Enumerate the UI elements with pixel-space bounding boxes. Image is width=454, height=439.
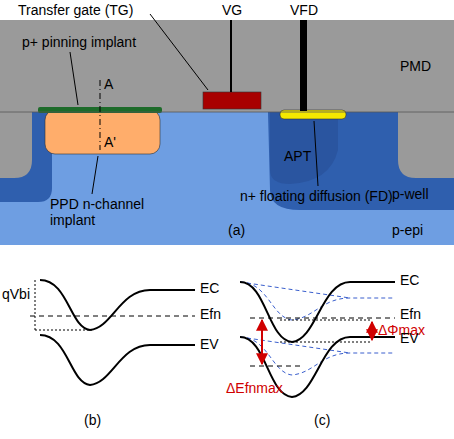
part-name: n+ floating diffusion (FD) — [240, 188, 393, 204]
fd-contact — [300, 20, 307, 111]
energy-label: EC — [200, 280, 219, 296]
transfer-gate — [203, 92, 261, 109]
trench-isolation — [398, 112, 454, 178]
leader-line — [70, 52, 78, 105]
panel-label: (c) — [314, 412, 330, 428]
leader-line — [92, 156, 98, 194]
p-well-region — [0, 112, 52, 202]
part-name: p-epi — [392, 222, 423, 238]
panel-label: (b) — [84, 412, 101, 428]
dimension-line — [280, 342, 372, 343]
energy-label: EV — [400, 330, 419, 346]
energy-label: ΔEfnmax — [226, 380, 283, 396]
signal-name: VG — [222, 2, 242, 18]
panel-label: (a) — [228, 222, 245, 238]
dimension-line — [35, 330, 92, 331]
apt-implant — [270, 112, 338, 184]
part-name: PPD n-channel implant — [50, 196, 146, 228]
delta-phi-arrow — [371, 322, 373, 340]
ppd-implant — [45, 110, 160, 154]
dimension-line — [35, 280, 36, 330]
conduction-band — [40, 280, 195, 330]
conduction-band — [240, 282, 395, 342]
fermi-level — [30, 316, 195, 317]
energy-label: Efn — [200, 306, 221, 322]
fermi-level — [250, 318, 395, 319]
section-mark: A — [104, 76, 113, 92]
section-mark: A' — [104, 134, 116, 150]
energy-label: EC — [400, 272, 419, 288]
signal-name: VFD — [290, 2, 318, 18]
band-diagram-c — [240, 282, 395, 397]
energy-label: Efn — [400, 306, 421, 322]
part-name: Transfer gate (TG) — [18, 2, 133, 18]
floating-diffusion — [280, 110, 346, 119]
valence-band — [40, 335, 195, 385]
gate-wire — [230, 20, 232, 92]
dimension-line — [280, 320, 372, 321]
part-name: p-well — [392, 186, 429, 202]
leader-line — [150, 14, 208, 90]
energy-label: EV — [200, 336, 219, 352]
trench-isolation — [0, 112, 32, 178]
delta-efn-arrow — [261, 320, 263, 364]
fermi-level — [250, 366, 300, 367]
energy-label: qVbi — [2, 286, 30, 302]
leader-line — [314, 121, 318, 186]
part-name: p+ pinning implant — [22, 34, 136, 50]
cut-line — [100, 80, 101, 150]
silicon-surface — [0, 112, 454, 113]
pmd-layer — [0, 20, 454, 112]
part-name: APT — [284, 148, 311, 164]
part-name: PMD — [400, 58, 431, 74]
band-diagram-b — [40, 280, 195, 385]
